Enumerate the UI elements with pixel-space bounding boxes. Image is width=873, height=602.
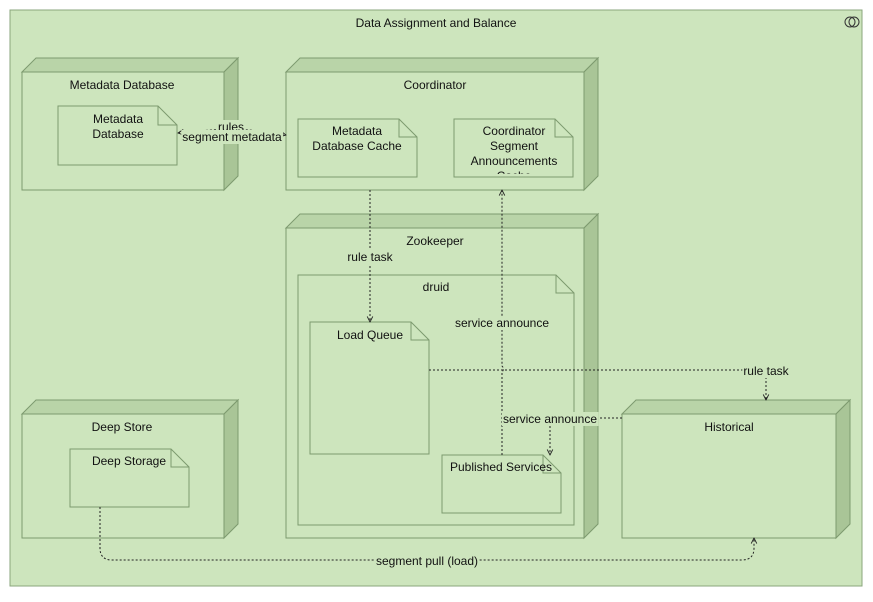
edge-label-background [742,364,791,378]
artifact-announce-line2: Segment [490,139,539,153]
edge-label-background [501,412,599,426]
frame-corner-icon [844,16,860,28]
edge-label-background [181,130,284,144]
artifact-metadata-database-line2: Database [92,127,144,141]
artifact-metadata-db-cache-line2: Database Cache [312,139,402,153]
artifact-deep-storage[interactable]: Deep Storage [69,448,190,508]
edge-label-rule-task-zk: rule task [347,250,393,264]
edge-label-segment-pull: segment pull (load) [376,554,478,568]
node-historical-label: Historical [704,420,753,434]
node-zookeeper-label: Zookeeper [406,234,463,248]
artifact-announce-line1: Coordinator [483,124,546,138]
diagram-title: Data Assignment and Balance [356,16,517,30]
artifact-segment-announcements-cache[interactable]: Coordinator Segment Announcements Cache [453,118,574,183]
artifact-published-services[interactable]: Published Services [441,454,562,514]
edge-label-rule-task-hist: rule task [743,364,789,378]
edge-label-service-announce-up: service announce [455,316,549,330]
edge-service-announce-up [502,190,503,455]
package-druid-label: druid [423,280,450,294]
node-historical[interactable]: Historical [620,398,852,540]
edge-label-background [374,554,480,568]
node-deep-store-label: Deep Store [92,420,153,434]
artifact-announce-line3: Announcements [471,154,558,168]
node-coordinator-label: Coordinator [404,78,467,92]
artifact-announce-line4: Cache [497,169,532,183]
artifact-load-queue-label: Load Queue [337,328,403,342]
edge-segment-pull [99,507,754,561]
node-metadata-database-label: Metadata Database [70,78,175,92]
edge-label-segment-metadata: segment metadata [182,130,282,144]
artifact-metadata-database-line1: Metadata [93,112,143,126]
artifact-metadata-db-cache[interactable]: Metadata Database Cache [297,118,418,178]
edge-label-service-announce-hist: service announce [503,412,597,426]
edge-label-background [453,316,551,330]
edge-label-background [346,250,395,264]
artifact-deep-storage-label: Deep Storage [92,454,166,468]
artifact-load-queue[interactable]: Load Queue [309,321,430,455]
artifact-published-services-label: Published Services [450,460,552,474]
artifact-metadata-database[interactable]: Metadata Database [57,105,178,166]
artifact-metadata-db-cache-line1: Metadata [332,124,382,138]
